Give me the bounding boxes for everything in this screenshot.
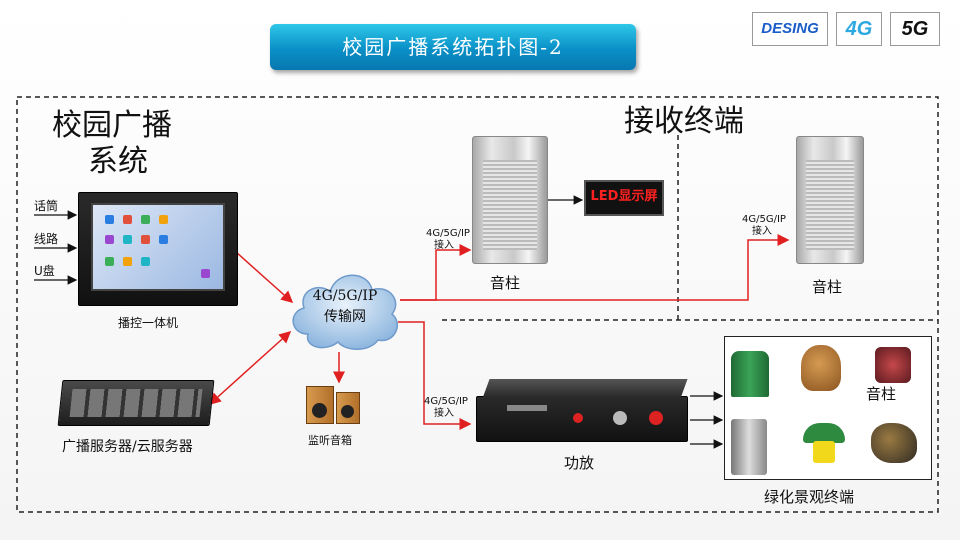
garden-speaker-stump bbox=[875, 347, 911, 383]
garden-speaker-drum bbox=[731, 351, 769, 397]
garden-terminal-box bbox=[724, 336, 932, 480]
garden-speaker-column bbox=[731, 419, 767, 475]
access-label-3-line2: 接入 bbox=[434, 408, 454, 419]
garden-speaker-label: 音柱 bbox=[866, 385, 897, 403]
access-label-1-line1: 4G/5G/IP bbox=[426, 228, 470, 239]
input-label-mic: 话筒 bbox=[34, 199, 59, 213]
cloud-label-line2: 传输网 bbox=[324, 309, 366, 325]
cloud-icon bbox=[292, 274, 398, 350]
amplifier-device bbox=[476, 379, 688, 442]
server-cloud-link bbox=[208, 330, 292, 406]
right-heading: 接收终端 bbox=[624, 104, 744, 139]
access-label-3-line1: 4G/5G/IP bbox=[424, 396, 468, 407]
access-label-2-line1: 4G/5G/IP bbox=[742, 214, 786, 225]
cloud-to-speaker2 bbox=[400, 234, 790, 301]
led-display: LED显示屏 bbox=[584, 180, 664, 216]
access-label-1-line2: 接入 bbox=[434, 240, 454, 251]
5g-logo: 5G bbox=[890, 12, 940, 46]
server-device bbox=[57, 380, 215, 426]
monitor-label: 监听音箱 bbox=[308, 434, 352, 447]
garden-speaker-mushroom bbox=[803, 423, 845, 443]
controller-device bbox=[78, 192, 238, 306]
speaker1-label: 音柱 bbox=[490, 274, 521, 292]
cloud-label-line1: 4G/5G/IP bbox=[312, 288, 378, 304]
outer-frame bbox=[16, 96, 939, 513]
controller-screen bbox=[91, 203, 225, 291]
column-speaker-1 bbox=[472, 136, 548, 264]
garden-speaker-rock bbox=[871, 423, 917, 463]
input-label-usb: U盘 bbox=[34, 264, 55, 278]
amp-label: 功放 bbox=[564, 454, 595, 472]
monitor-speaker-right bbox=[336, 392, 360, 424]
garden-speaker-squirrel bbox=[801, 345, 841, 391]
monitor-speaker-left bbox=[306, 386, 334, 424]
app-icons bbox=[105, 215, 210, 278]
input-label-line: 线路 bbox=[34, 232, 59, 246]
left-heading-line1: 校园广播 bbox=[52, 108, 172, 143]
cloud-to-speaker1 bbox=[400, 244, 472, 301]
4g-logo: 4G bbox=[836, 12, 882, 46]
controller-to-cloud bbox=[235, 251, 294, 303]
controller-label: 播控一体机 bbox=[118, 316, 179, 330]
server-label: 广播服务器/云服务器 bbox=[62, 439, 193, 455]
garden-terminal-label: 绿化景观终端 bbox=[764, 488, 855, 506]
brand-logo: DESING bbox=[752, 12, 828, 46]
speaker2-label: 音柱 bbox=[812, 278, 843, 296]
column-speaker-2 bbox=[796, 136, 864, 264]
left-heading-line2: 系统 bbox=[88, 144, 148, 179]
cloud-to-amp bbox=[398, 321, 472, 430]
access-label-2-line2: 接入 bbox=[752, 226, 772, 237]
page-title: 校园广播系统拓扑图-2 bbox=[270, 24, 636, 70]
